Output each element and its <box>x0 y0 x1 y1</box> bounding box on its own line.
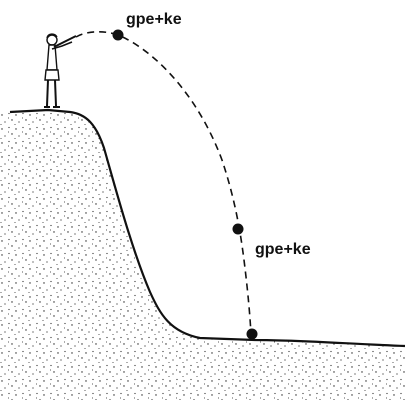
cliff-ground <box>0 110 405 400</box>
person-figure <box>44 33 77 108</box>
cliff-outline <box>9 108 405 348</box>
ball-position-middle-dot <box>232 223 244 235</box>
energy-label-middle: gpe+ke <box>255 241 311 258</box>
ball-position-ground-dot <box>246 328 258 340</box>
ball-position-top-dot <box>112 29 124 41</box>
energy-label-top: gpe+ke <box>126 11 182 28</box>
